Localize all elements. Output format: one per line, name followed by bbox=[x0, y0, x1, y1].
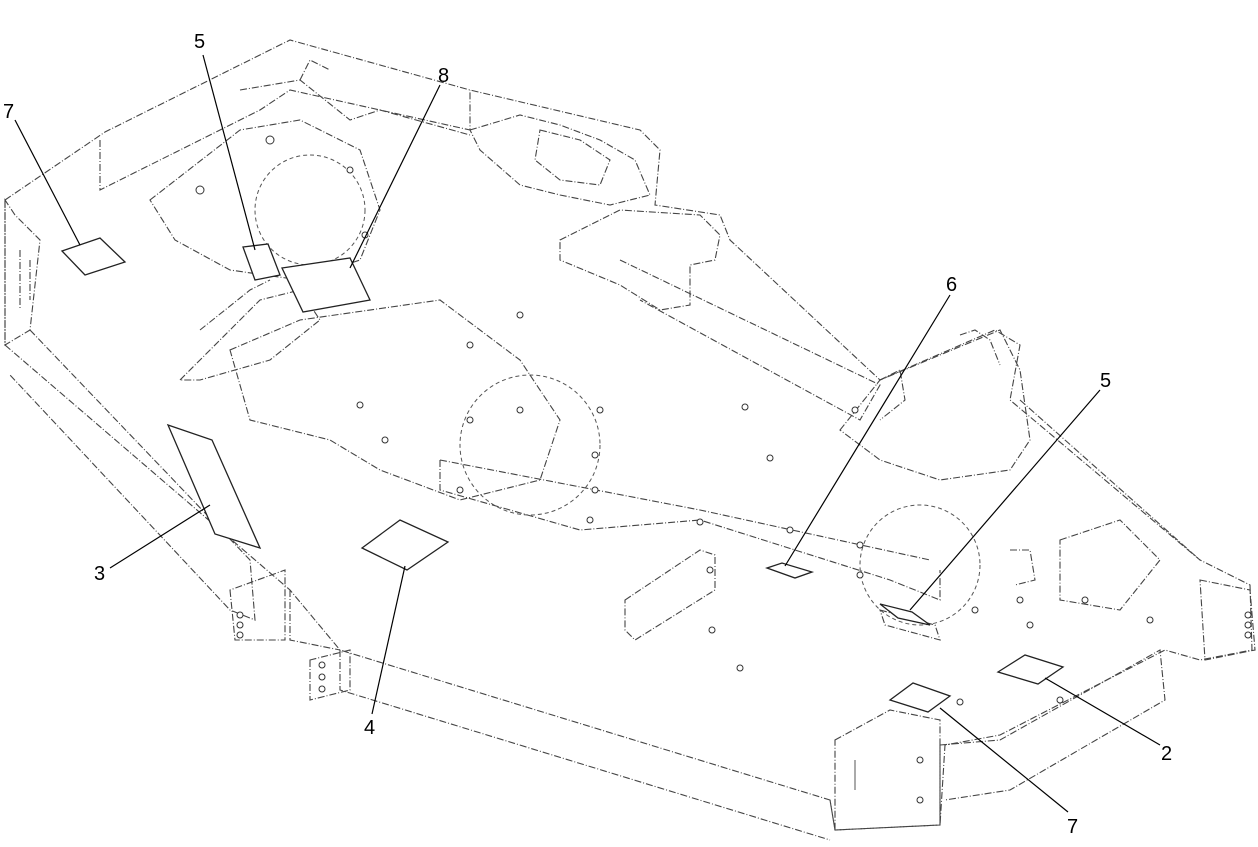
leader-5b bbox=[909, 389, 1101, 611]
decal-8 bbox=[281, 257, 371, 313]
decal-7-right bbox=[888, 682, 952, 713]
decal-7-left bbox=[60, 237, 127, 276]
callout-3: 3 bbox=[94, 563, 105, 585]
leader-3 bbox=[109, 504, 211, 569]
callout-5b: 5 bbox=[1100, 370, 1111, 392]
callout-7a: 7 bbox=[3, 101, 14, 123]
leader-7b bbox=[939, 707, 1069, 813]
leader-6 bbox=[784, 294, 951, 567]
callout-7b: 7 bbox=[1067, 816, 1078, 838]
decals bbox=[60, 237, 1065, 713]
callout-2: 2 bbox=[1161, 743, 1172, 765]
callout-labels: 7 5 8 6 5 3 4 7 2 bbox=[3, 31, 1172, 838]
decal-5-left bbox=[242, 243, 281, 281]
decal-6 bbox=[765, 562, 815, 579]
callout-4: 4 bbox=[364, 717, 375, 739]
callout-8: 8 bbox=[438, 65, 449, 87]
callout-6: 6 bbox=[946, 274, 957, 296]
decal-4 bbox=[360, 519, 450, 571]
leader-5a bbox=[202, 54, 256, 251]
leader-2 bbox=[1044, 677, 1161, 746]
mower-deck-drawing bbox=[4, 39, 1256, 841]
decal-5-right bbox=[879, 603, 931, 626]
leader-lines bbox=[14, 54, 1161, 813]
decal-2 bbox=[996, 654, 1065, 685]
leader-8 bbox=[349, 84, 441, 269]
leader-7a bbox=[14, 119, 81, 246]
leader-4 bbox=[371, 565, 406, 715]
callout-5a: 5 bbox=[194, 31, 205, 53]
decal-3 bbox=[166, 423, 262, 550]
